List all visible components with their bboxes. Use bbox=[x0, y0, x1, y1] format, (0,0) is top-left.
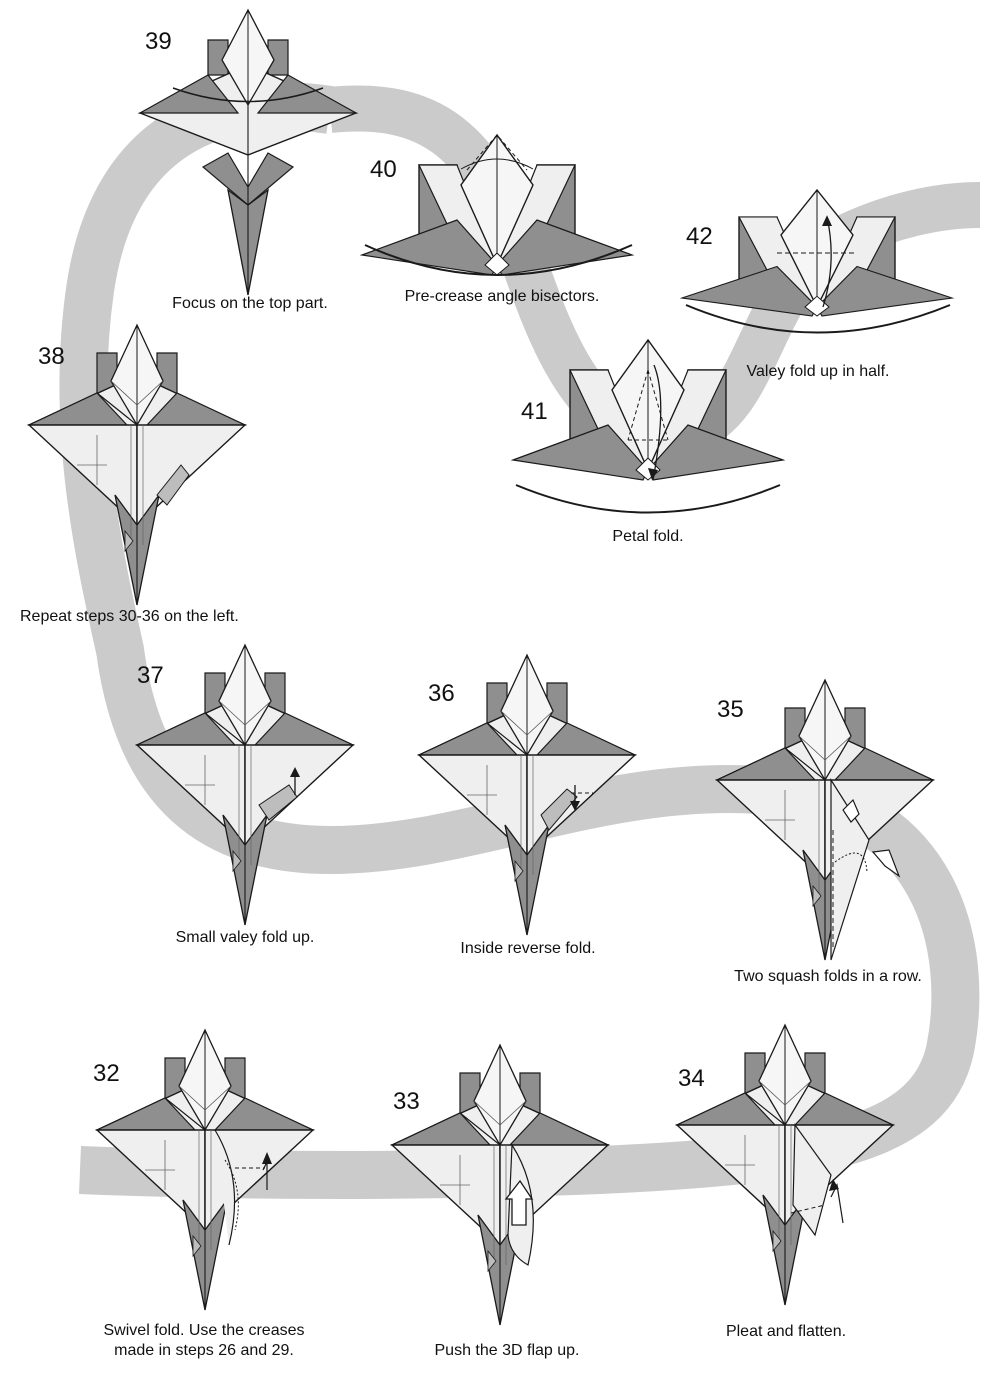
step-number-33: 33 bbox=[393, 1088, 420, 1115]
step-number-42: 42 bbox=[686, 223, 713, 250]
step-number-34: 34 bbox=[678, 1065, 705, 1092]
step-42-figure bbox=[681, 189, 953, 317]
step-number-38: 38 bbox=[38, 343, 65, 370]
step-38-caption: Repeat steps 30-36 on the left. bbox=[20, 608, 239, 625]
step-number-41: 41 bbox=[521, 398, 548, 425]
step-number-32: 32 bbox=[93, 1060, 120, 1087]
step-37-caption: Small valey fold up. bbox=[175, 929, 315, 946]
step-33-caption: Push the 3D flap up. bbox=[434, 1342, 580, 1359]
step-37-figure bbox=[136, 644, 354, 926]
guide-path-band bbox=[59, 82, 980, 1199]
step-33-figure bbox=[391, 1044, 609, 1326]
step-35-figure bbox=[716, 679, 934, 961]
step-38-figure bbox=[28, 324, 246, 606]
step-40-figure bbox=[361, 134, 633, 276]
step-32-caption-line-1: Swivel fold. Use the creases bbox=[103, 1322, 305, 1339]
step-number-35: 35 bbox=[717, 696, 744, 723]
step-number-39: 39 bbox=[145, 28, 172, 55]
step-32-figure bbox=[96, 1029, 314, 1311]
step-40-base-arc bbox=[364, 244, 633, 276]
step-41-figure bbox=[512, 339, 784, 481]
step-41-caption: Petal fold. bbox=[612, 528, 684, 545]
step-36-caption: Inside reverse fold. bbox=[460, 940, 596, 957]
step-42-base-arc bbox=[685, 304, 951, 334]
step-32-caption-line-2: made in steps 26 and 29. bbox=[114, 1342, 294, 1359]
step-41-base-arc bbox=[515, 484, 781, 514]
step-number-37: 37 bbox=[137, 662, 164, 689]
step-34-caption: Pleat and flatten. bbox=[725, 1323, 847, 1340]
step-36-figure bbox=[418, 654, 636, 936]
step-35-caption: Two squash folds in a row. bbox=[734, 968, 922, 985]
step-40-caption: Pre-crease angle bisectors. bbox=[404, 288, 600, 305]
step-number-40: 40 bbox=[370, 156, 397, 183]
step-39-caption: Focus on the top part. bbox=[172, 295, 328, 312]
step-42-caption: Valey fold up in half. bbox=[746, 363, 890, 380]
step-34-figure bbox=[676, 1024, 894, 1306]
step-number-36: 36 bbox=[428, 680, 455, 707]
